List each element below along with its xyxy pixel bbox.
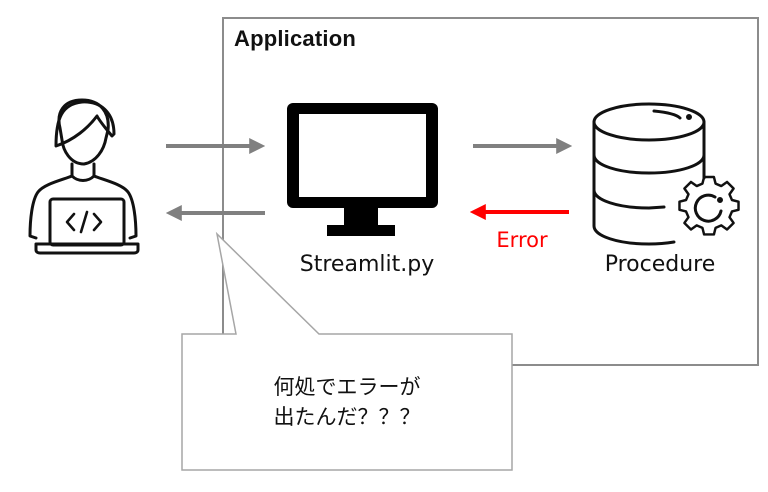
procedure-label: Procedure: [604, 252, 716, 277]
head-outline: [57, 98, 110, 166]
callout-bubble: [181, 231, 513, 471]
monitor-icon: [287, 103, 438, 236]
error-label: Error: [496, 228, 548, 252]
database-gear-icon: [592, 102, 740, 246]
streamlit-label: Streamlit.py: [299, 252, 435, 277]
application-title: Application: [234, 26, 356, 51]
gear-icon: [678, 175, 740, 236]
callout-line-2: 出たんだ？？？: [273, 405, 421, 429]
callout-line-1: 何処でエラーが: [273, 375, 421, 399]
callout-text: 何処でエラーが 出たんだ？？？: [184, 372, 510, 432]
developer-laptop-icon: [28, 98, 140, 255]
